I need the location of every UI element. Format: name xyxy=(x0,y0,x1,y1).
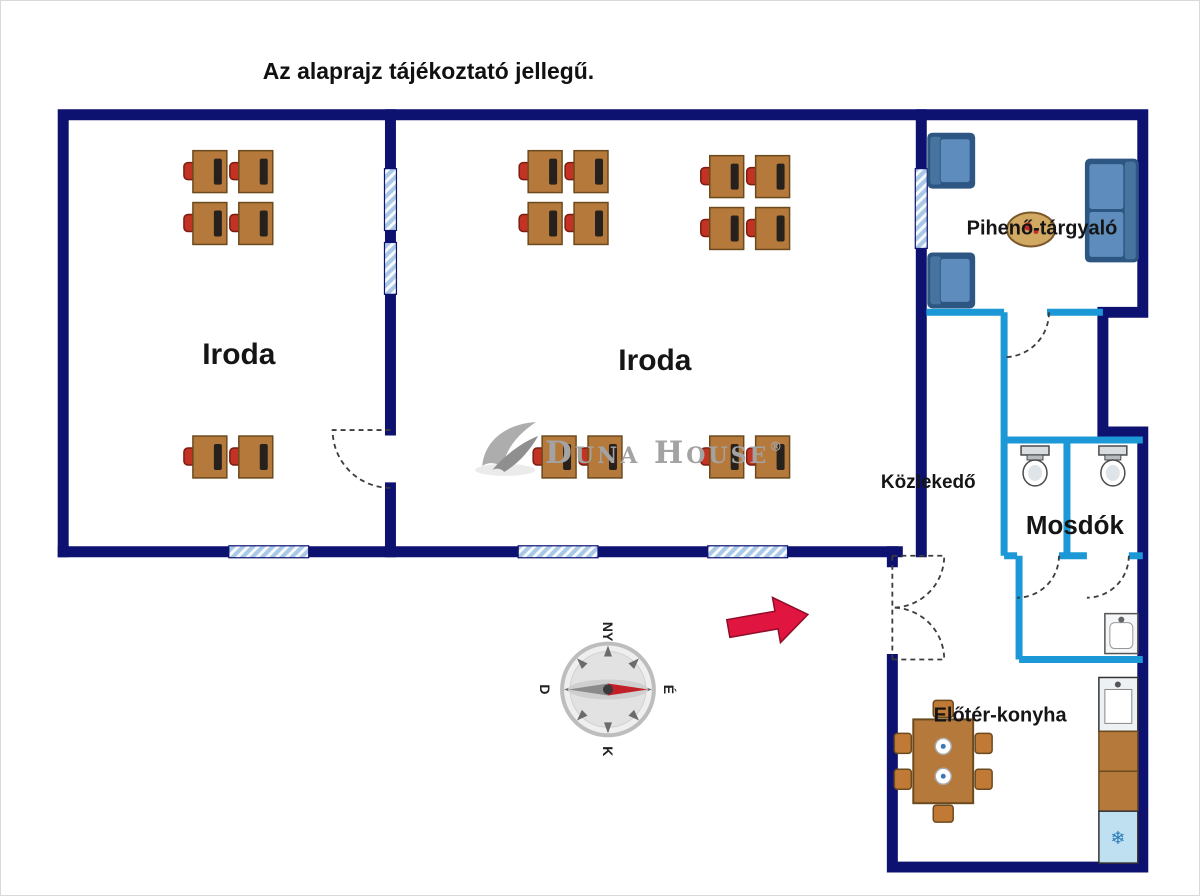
lounge-furniture xyxy=(926,132,1140,309)
partition-walls xyxy=(926,308,1143,664)
compass-needle-south xyxy=(568,683,608,696)
watermark-brand-text: Duna House xyxy=(545,435,769,471)
watermark: Duna House® xyxy=(475,422,782,476)
door-lounge xyxy=(1004,312,1050,359)
desk-cluster xyxy=(184,436,273,478)
watermark-logo-icon xyxy=(482,422,539,472)
door-entrance-upper xyxy=(892,554,946,609)
window-lounge xyxy=(914,168,928,250)
compass-label-south: D xyxy=(537,684,553,694)
kitchen-table xyxy=(912,718,975,805)
desk-cluster xyxy=(184,151,273,245)
room-label-foyer-kitchen: Előtér-konyha xyxy=(934,704,1068,726)
room-label-lounge: Pihenő-tárgyaló xyxy=(967,217,1118,239)
kitchen-chair xyxy=(932,804,954,823)
armchair xyxy=(926,132,976,190)
compass-label-north: É xyxy=(661,685,677,694)
door-wc-right xyxy=(1086,555,1130,599)
kitchen-counter: ❄ xyxy=(1098,676,1139,864)
sink-basin xyxy=(1104,688,1133,724)
room-label-office-main: Iroda xyxy=(618,344,692,377)
window-south-1 xyxy=(228,545,310,559)
plate-center xyxy=(940,773,946,779)
window-divider-1 xyxy=(383,168,398,232)
desk-cluster xyxy=(701,156,790,250)
snowflake-icon: ❄ xyxy=(1110,828,1125,848)
registered-mark: ® xyxy=(769,440,782,455)
compass-hub xyxy=(602,684,613,695)
coffee-table xyxy=(1006,211,1056,248)
page-title: Az alaprajz tájékoztató jellegű. xyxy=(263,58,594,84)
toilet-icon xyxy=(1098,445,1128,487)
window-divider-2 xyxy=(383,241,398,295)
office-desk-clusters xyxy=(184,151,790,478)
kitchen-chair xyxy=(932,699,954,719)
door-office-divider xyxy=(331,429,391,489)
armchair xyxy=(926,251,976,309)
window-south-3 xyxy=(707,545,789,559)
kitchen-table-set xyxy=(893,699,993,823)
room-label-washrooms: Mosdók xyxy=(1026,512,1125,540)
kitchen-furniture: ❄ xyxy=(893,676,1139,864)
room-label-office-left: Iroda xyxy=(202,338,276,371)
window-south-2 xyxy=(517,545,599,559)
windows xyxy=(228,168,928,559)
kitchen-chair xyxy=(893,768,913,790)
table-decor xyxy=(1024,222,1033,231)
table-decor xyxy=(1033,228,1039,234)
toilet-icon xyxy=(1020,445,1050,487)
sofa xyxy=(1084,158,1140,263)
kitchen-chair xyxy=(893,732,913,755)
door-entrance-lower xyxy=(892,606,946,661)
faucet-icon xyxy=(1114,681,1121,688)
compass-needle-north xyxy=(607,683,648,696)
fridge xyxy=(1098,810,1139,864)
door-wc-left xyxy=(1017,555,1060,599)
kitchen-chair xyxy=(974,732,993,755)
kitchen-chair xyxy=(974,768,993,790)
plate-center xyxy=(940,743,946,749)
washroom-sink xyxy=(1104,612,1139,655)
entrance-arrow-icon xyxy=(725,596,810,645)
compass-rose-icon: É D NY K xyxy=(537,622,677,756)
door-swings xyxy=(331,312,1130,661)
desk-cluster xyxy=(519,151,608,245)
room-label-corridor: Közlekedő xyxy=(881,472,976,493)
interior-navy-walls xyxy=(384,109,927,558)
compass-label-west: NY xyxy=(600,622,616,642)
watermark-brand: Duna House® xyxy=(545,435,782,471)
washroom-fixtures xyxy=(1020,445,1139,655)
compass-label-east: K xyxy=(600,746,616,756)
